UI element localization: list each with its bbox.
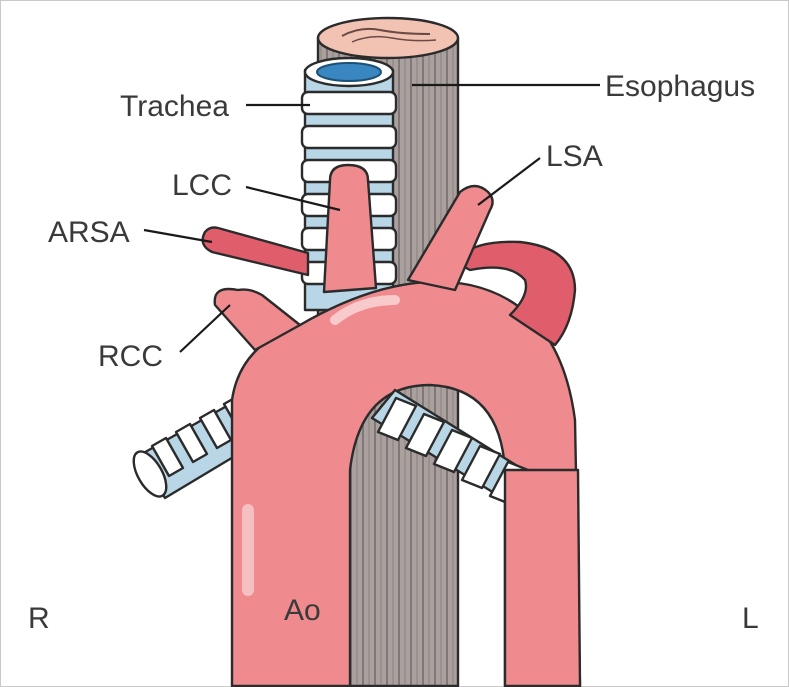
esophagus-label: Esophagus bbox=[605, 70, 755, 103]
descending-aorta bbox=[503, 468, 582, 687]
arsa-leader bbox=[143, 228, 213, 244]
rcc-label: RCC bbox=[98, 340, 163, 373]
lcc-leader bbox=[245, 185, 341, 212]
lsa-vessel bbox=[406, 184, 494, 292]
arsa-label: ARSA bbox=[48, 216, 130, 249]
rcc-vessel bbox=[213, 287, 302, 352]
lcc-label: LCC bbox=[172, 169, 232, 202]
leader-lines bbox=[143, 83, 600, 353]
aorta-label: Ao bbox=[284, 594, 321, 627]
lsa-leader bbox=[477, 157, 541, 206]
trachea-label: Trachea bbox=[120, 90, 229, 123]
rcc-leader bbox=[179, 304, 231, 353]
labels: Trachea Esophagus LCC LSA ARSA RCC R Ao … bbox=[28, 70, 759, 635]
lcc-vessel bbox=[322, 163, 378, 294]
left-side-label: L bbox=[742, 602, 759, 635]
lsa-label: LSA bbox=[546, 140, 603, 173]
right-side-label: R bbox=[28, 602, 50, 635]
